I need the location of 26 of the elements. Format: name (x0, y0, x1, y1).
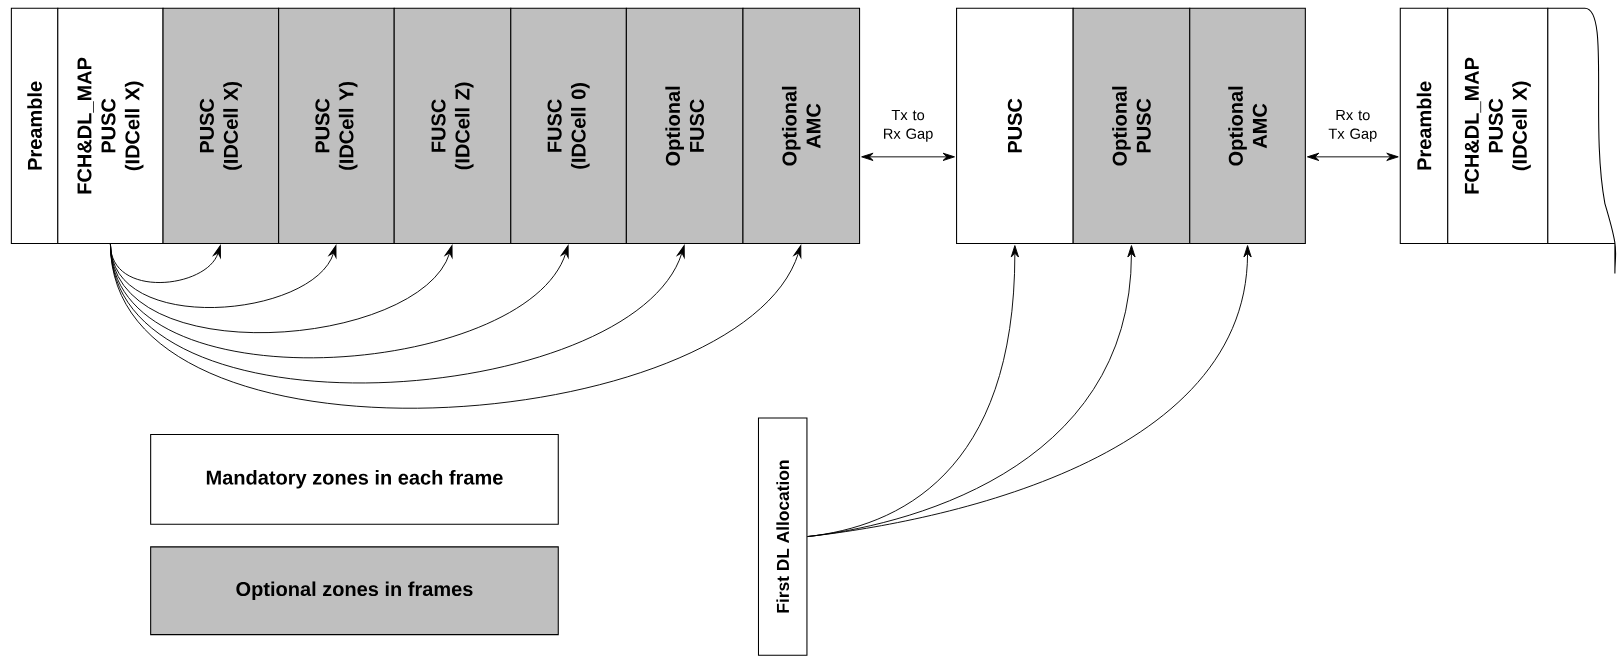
double-arrow (861, 152, 955, 161)
legend-box: Mandatory zones in each frame (150, 433, 559, 525)
zone-box: Preamble (10, 7, 59, 245)
zone-box: Preamble (1399, 7, 1449, 245)
double-arrow (1306, 152, 1399, 161)
curved-arrow (109, 243, 221, 283)
curved-arrow (109, 243, 685, 384)
zone-box: PUSC (IDCell Y) (278, 7, 395, 245)
curved-arrow (109, 243, 337, 308)
zone-box: Optional FUSC (625, 7, 744, 245)
zone-box: FUSC (IDCell Z) (393, 7, 512, 245)
curved-arrow (807, 245, 1252, 538)
edge-label: Tx to Rx Gap (880, 108, 937, 144)
zone-box: Optional PUSC (1072, 7, 1191, 245)
zone-box: Optional AMC (742, 7, 861, 245)
curved-arrow (109, 243, 569, 359)
edge-label: Rx to Tx Gap (1324, 108, 1381, 144)
label-box: First DL Allocation (757, 417, 808, 656)
torn-zone-box (1547, 7, 1617, 275)
zone-box: Optional AMC (1189, 7, 1306, 245)
zone-box: PUSC (IDCell X) (162, 7, 280, 245)
curved-arrow (109, 243, 802, 409)
curved-arrow (109, 243, 453, 334)
zone-box: PUSC (956, 7, 1074, 245)
legend-box: Optional zones in frames (150, 546, 559, 636)
zone-box: FUSC (IDCell 0) (510, 7, 627, 245)
